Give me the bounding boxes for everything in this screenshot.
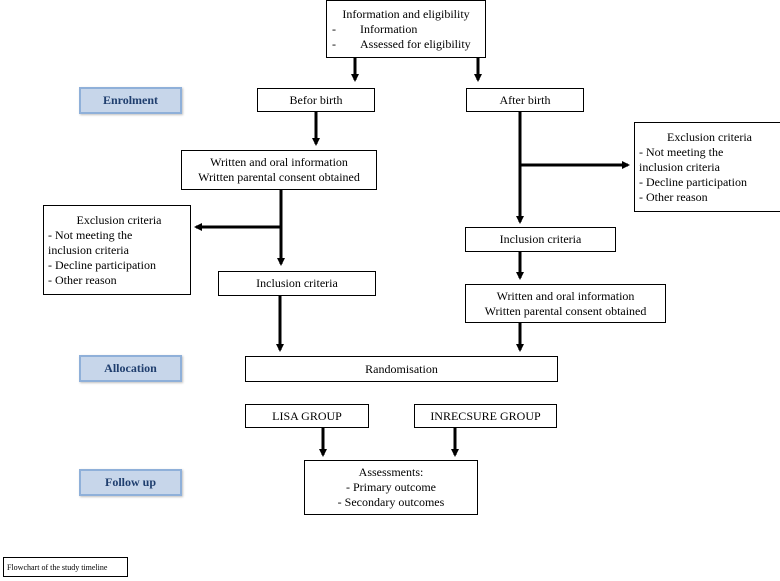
stage-allocation: Allocation [79, 355, 182, 382]
exclusion-item: - Other reason [48, 272, 117, 287]
assessments-title: Assessments: [358, 465, 424, 479]
before-birth-exclusion-box: Exclusion criteria - Not meeting the inc… [43, 205, 191, 295]
after-birth-exclusion-box: Exclusion criteria - Not meeting the inc… [634, 122, 780, 212]
consent-line: Written and oral information [210, 155, 348, 169]
after-birth-consent-box: Written and oral information Written par… [465, 284, 666, 323]
stage-follow-up: Follow up [79, 469, 182, 496]
exclusion-item: - Other reason [639, 189, 708, 204]
figure-caption: Flowchart of the study timeline [3, 557, 128, 577]
randomisation-box: Randomisation [245, 356, 558, 382]
consent-line: Written parental consent obtained [484, 303, 647, 318]
before-birth-inclusion-box: Inclusion criteria [218, 271, 376, 296]
info-item: -Assessed for eligibility [332, 36, 471, 51]
info-title: Information and eligibility [342, 6, 470, 21]
information-eligibility-box: Information and eligibility -Information… [326, 0, 486, 58]
inrecsure-group-box: INRECSURE GROUP [414, 404, 557, 428]
before-birth-consent-box: Written and oral information Written par… [181, 150, 377, 190]
exclusion-item: - Not meeting the [639, 144, 724, 159]
info-item: -Information [332, 21, 418, 36]
exclusion-item: - Not meeting the [48, 227, 133, 242]
exclusion-item: - Decline participation [48, 257, 156, 272]
consent-line: Written and oral information [496, 288, 635, 303]
consent-line: Written parental consent obtained [198, 170, 360, 184]
after-birth-box: After birth [466, 88, 584, 112]
before-birth-box: Befor birth [257, 88, 375, 112]
assessment-item: - Secondary outcomes [337, 495, 445, 509]
exclusion-title: Exclusion criteria [667, 129, 752, 144]
exclusion-item: inclusion criteria [48, 242, 129, 257]
assessments-box: Assessments: - Primary outcome - Seconda… [304, 460, 478, 515]
exclusion-title: Exclusion criteria [76, 212, 162, 227]
assessment-item: - Primary outcome [346, 480, 436, 494]
stage-enrolment: Enrolment [79, 87, 182, 114]
after-birth-inclusion-box: Inclusion criteria [465, 227, 616, 252]
exclusion-item: - Decline participation [639, 174, 747, 189]
exclusion-item: inclusion criteria [639, 159, 720, 174]
lisa-group-box: LISA GROUP [245, 404, 369, 428]
